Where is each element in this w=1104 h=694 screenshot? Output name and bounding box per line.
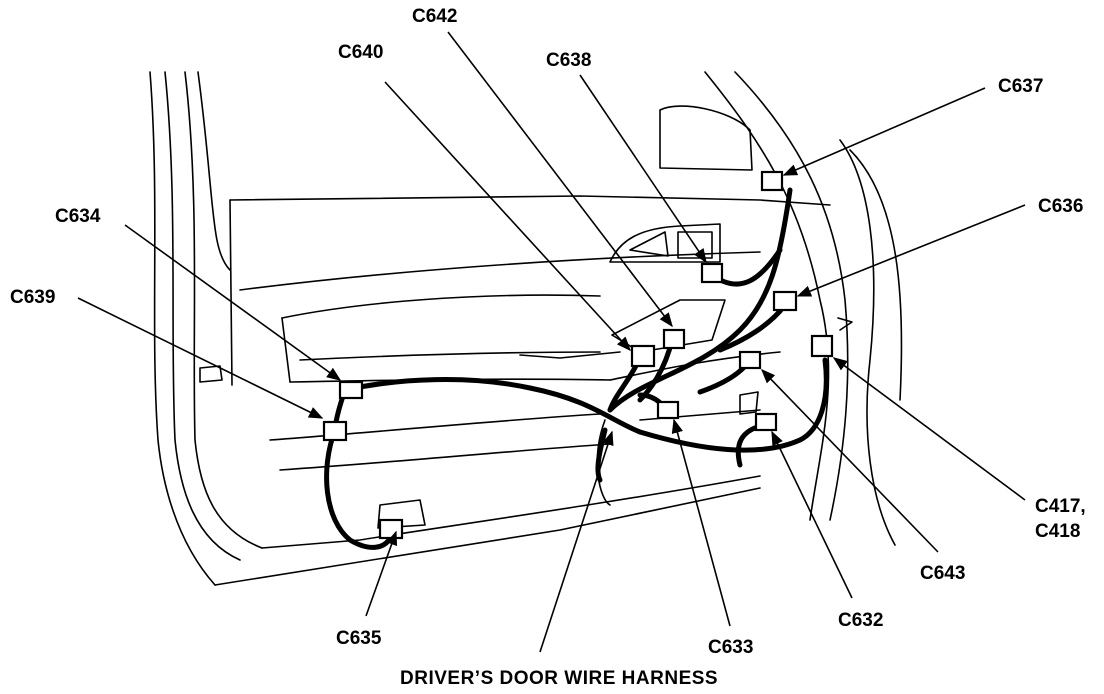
connector-c633 (656, 400, 680, 420)
label-c637: C637 (998, 76, 1043, 97)
label-c636: C636 (1038, 196, 1083, 217)
connector-c634 (338, 380, 364, 400)
connector-c636 (772, 290, 798, 312)
label-c633: C633 (708, 637, 753, 658)
label-c639: C639 (10, 287, 55, 308)
label-c634: C634 (55, 206, 101, 227)
connector-c642 (662, 328, 686, 350)
connectors (322, 170, 834, 540)
label-c642: C642 (412, 6, 457, 27)
connector-c637 (760, 170, 784, 192)
connector-c643 (738, 350, 762, 370)
label-c632: C632 (838, 610, 883, 631)
label-c638: C638 (546, 50, 591, 71)
connector-labels: C642 C640 C638 C637 C636 C634 C639 C417,… (10, 6, 1086, 658)
connector-c632 (754, 412, 778, 432)
door-outline (149, 71, 903, 586)
connector-c639 (322, 420, 348, 442)
connector-c640 (630, 344, 656, 368)
label-c418: C418 (1035, 521, 1080, 542)
label-c635: C635 (336, 628, 382, 649)
connector-c417 (810, 334, 834, 358)
leader-lines (77, 31, 1026, 653)
connector-c638 (700, 262, 724, 284)
connector-c635 (378, 518, 404, 540)
diagram-caption: DRIVER’S DOOR WIRE HARNESS (400, 668, 718, 689)
label-c643: C643 (920, 563, 965, 584)
label-c640: C640 (338, 42, 383, 63)
label-c417: C417, (1035, 496, 1086, 517)
